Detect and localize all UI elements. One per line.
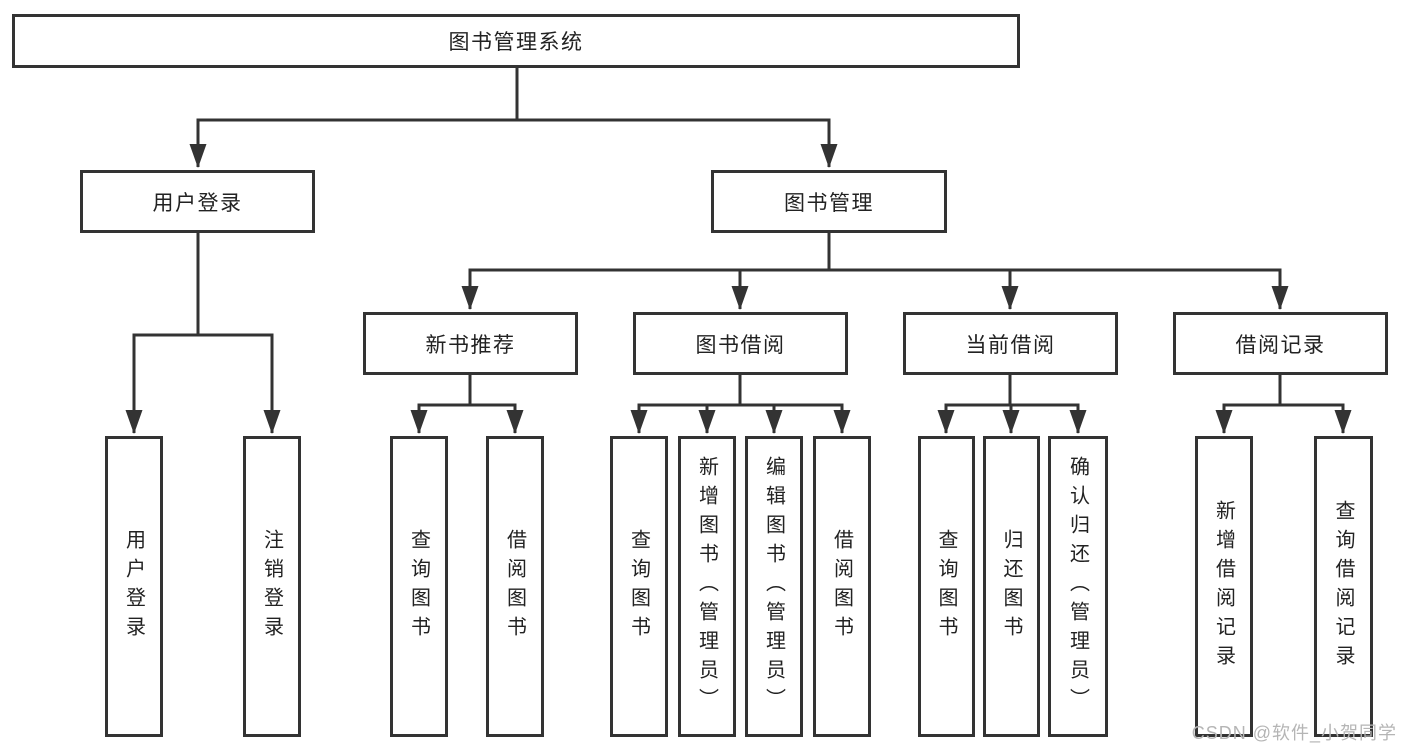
leaf-user-login: 用户登录 [105, 436, 163, 737]
node-borrowing-records: 借阅记录 [1173, 312, 1388, 375]
leaf-edit-book-admin: 编辑图书（管理员） [745, 436, 803, 737]
node-current-borrowing: 当前借阅 [903, 312, 1118, 375]
leaf-borrow-books-borrowing: 借阅图书 [813, 436, 871, 737]
leaf-borrow-books-recommend: 借阅图书 [486, 436, 544, 737]
leaf-query-books-recommend: 查询图书 [390, 436, 448, 737]
node-new-book-recommendation: 新书推荐 [363, 312, 578, 375]
node-book-management: 图书管理 [711, 170, 947, 233]
leaf-return-book: 归还图书 [983, 436, 1040, 737]
leaf-query-books-current: 查询图书 [918, 436, 975, 737]
leaf-logout: 注销登录 [243, 436, 301, 737]
node-book-borrowing: 图书借阅 [633, 312, 848, 375]
leaf-confirm-return-admin: 确认归还（管理员） [1048, 436, 1108, 737]
watermark: CSDN @软件_小贺同学 [1191, 723, 1397, 743]
node-user-login: 用户登录 [80, 170, 315, 233]
leaf-add-borrow-record: 新增借阅记录 [1195, 436, 1253, 737]
leaf-query-borrow-record: 查询借阅记录 [1314, 436, 1373, 737]
node-library-system-root: 图书管理系统 [12, 14, 1020, 68]
leaf-query-books-borrowing: 查询图书 [610, 436, 668, 737]
leaf-add-book-admin: 新增图书（管理员） [678, 436, 736, 737]
